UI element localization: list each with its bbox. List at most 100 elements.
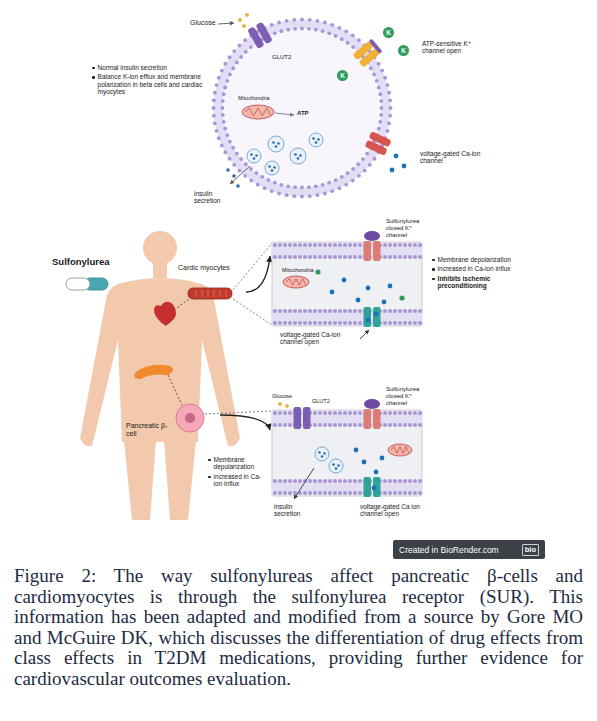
beta-cell-circle-outline bbox=[238, 169, 242, 173]
beta-cell-circle-outline bbox=[334, 178, 338, 182]
cardiac-membrane-panel-outline bbox=[413, 255, 417, 259]
beta-cell-circle-outline bbox=[377, 86, 381, 90]
beta-cell-circle-outline bbox=[277, 142, 280, 145]
cardiac-membrane-panel-outline bbox=[338, 321, 342, 325]
human-figure bbox=[153, 262, 167, 278]
cardiac-membrane-panel-outline bbox=[333, 255, 337, 259]
beta-membrane-panel-outline bbox=[413, 479, 417, 483]
beta-cell-circle-outline bbox=[365, 152, 369, 156]
cardiac-membrane-panel-outline bbox=[338, 255, 342, 259]
organ-leader bbox=[168, 375, 182, 405]
beta-membrane-panel-outline bbox=[338, 479, 342, 483]
cardiac-myocyte-icon-outline bbox=[188, 288, 232, 299]
cardiac-membrane-panel-outline bbox=[323, 309, 327, 313]
cardiac-membrane-panel-outline bbox=[323, 243, 327, 247]
beta-membrane-panel-outline bbox=[323, 411, 327, 415]
beta-cell-circle-outline bbox=[232, 49, 236, 53]
beta-membrane-panel-outline bbox=[293, 479, 297, 483]
beta-cell-circle-outline bbox=[293, 185, 297, 189]
beta-membrane-panel-outline bbox=[393, 411, 397, 415]
beta-cell-circle-outline bbox=[373, 157, 377, 161]
beta-cell-circle-outline bbox=[222, 120, 226, 124]
beta-cell-circle-outline bbox=[228, 55, 232, 59]
beta-cell-circle-outline bbox=[300, 186, 304, 190]
watermark-logo: bio bbox=[522, 544, 539, 556]
beta-cell-circle: MitochondriaATP bbox=[210, 16, 394, 200]
cardiac-myocyte-icon-outline bbox=[202, 290, 203, 297]
bullet-list: Membrane depolarizationincreased in Ca-i… bbox=[432, 256, 538, 290]
beta-cell-circle-outline bbox=[309, 133, 323, 147]
cardiac-membrane-panel-outline bbox=[408, 321, 412, 325]
node-text: ATP bbox=[297, 110, 317, 117]
bullet-text: Balance K-ion efflux and membrane polari… bbox=[98, 73, 204, 95]
connector-arrow bbox=[220, 415, 270, 430]
beta-membrane-panel-outline bbox=[329, 459, 343, 473]
beta-cell-circle-outline bbox=[297, 157, 300, 160]
node-text: Pancreatic β-cell bbox=[126, 422, 170, 438]
beta-cell-circle-outline bbox=[346, 171, 350, 175]
beta-membrane-panel-outline bbox=[364, 477, 372, 497]
beta-membrane-panel-outline bbox=[278, 411, 282, 415]
beta-cell-circle-outline bbox=[247, 149, 261, 163]
beta-membrane-panel-outline bbox=[308, 479, 312, 483]
callout-label: ATP-sensitive K⁺ channel open bbox=[422, 40, 484, 55]
cardiac-membrane-panel-outline bbox=[313, 309, 317, 313]
beta-membrane-panel-outline bbox=[408, 411, 412, 415]
cardiac-membrane-panel-outline bbox=[418, 309, 422, 313]
beta-cell-circle-outline bbox=[277, 192, 281, 196]
beta-cell-circle-outline bbox=[212, 106, 216, 110]
beta-membrane-panel-outline bbox=[388, 444, 412, 456]
beta-cell-circle-outline bbox=[230, 180, 234, 184]
cardiac-membrane-panel-outline bbox=[273, 243, 277, 247]
bullet-dot bbox=[92, 76, 95, 79]
cardiac-membrane-panel-outline bbox=[318, 309, 322, 313]
beta-cell-circle-outline bbox=[217, 136, 221, 140]
beta-membrane-panel-outline bbox=[383, 423, 387, 427]
cardiac-membrane-panel-outline bbox=[323, 255, 327, 259]
beta-membrane-panel-outline bbox=[328, 491, 332, 495]
beta-cell-circle-outline bbox=[338, 186, 342, 190]
cardiac-membrane-panel-outline bbox=[333, 321, 337, 325]
bullet-dot bbox=[208, 476, 211, 479]
beta-cell-circle-outline bbox=[232, 163, 236, 167]
beta-cell-circle-outline bbox=[292, 18, 296, 22]
beta-membrane-panel-outline bbox=[343, 479, 347, 483]
cardiac-membrane-panel-outline bbox=[398, 255, 402, 259]
cardiac-membrane-panel-outline bbox=[293, 255, 297, 259]
beta-membrane-panel-outline bbox=[283, 479, 287, 483]
beta-membrane-panel-outline bbox=[273, 479, 277, 483]
beta-cell-circle-outline bbox=[255, 21, 272, 44]
cardiac-membrane-panel-outline bbox=[283, 255, 287, 259]
beta-cell-circle-outline bbox=[307, 27, 311, 31]
cardiac-membrane-panel-outline bbox=[313, 243, 317, 247]
beta-membrane-panel-outline bbox=[383, 491, 387, 495]
beta-cell-circle-outline bbox=[244, 162, 248, 166]
bullet-item: Normal insulin secretion bbox=[92, 64, 204, 71]
cardiac-membrane-panel-outline bbox=[383, 243, 387, 247]
cardiac-membrane-panel-outline bbox=[328, 255, 332, 259]
cardiac-membrane-panel-outline bbox=[348, 321, 352, 325]
beta-membrane-panel-outline bbox=[318, 479, 322, 483]
beta-membrane-panel-outline bbox=[362, 460, 367, 465]
beta-cell-circle-outline bbox=[327, 31, 331, 35]
beta-membrane-panel-outline bbox=[285, 404, 289, 408]
cardiac-membrane-panel-outline bbox=[283, 309, 287, 313]
beta-cell-circle-outline bbox=[232, 174, 236, 178]
beta-cell-circle-outline bbox=[290, 112, 294, 116]
bullet-item: Membrane depolarization bbox=[208, 456, 266, 471]
bullet-text: Inhibits ischemic preconditioning bbox=[438, 275, 538, 290]
bullet-text: Membrane depolarization bbox=[438, 256, 538, 263]
beta-cell-circle-outline bbox=[210, 16, 394, 200]
beta-cell-circle-outline bbox=[230, 21, 234, 25]
beta-cell-circle-outline bbox=[351, 179, 355, 183]
cardiac-membrane-panel-outline bbox=[272, 246, 422, 256]
beta-cell-circle-outline bbox=[300, 18, 304, 22]
potassium-ion: K bbox=[337, 70, 348, 81]
beta-cell-circle-outline bbox=[356, 162, 360, 166]
beta-cell-circle-outline bbox=[242, 24, 246, 28]
cardiac-membrane-panel-outline bbox=[393, 309, 397, 313]
beta-cell-circle-outline bbox=[273, 181, 277, 185]
beta-membrane-panel-outline bbox=[388, 491, 392, 495]
cardiac-membrane-panel-outline bbox=[358, 309, 362, 313]
bullet-dot bbox=[432, 278, 435, 281]
